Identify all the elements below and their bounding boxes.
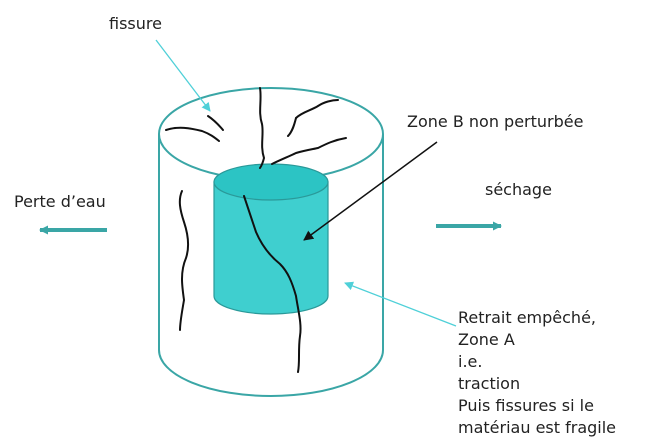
fissure-pointer-arrow	[156, 40, 210, 111]
crack	[208, 116, 223, 130]
retrait-line: Zone A	[458, 329, 657, 351]
crack	[288, 118, 296, 136]
retrait-line: matériau est fragile	[458, 417, 657, 439]
zone-a-pointer-arrow	[345, 283, 456, 326]
inner-core-top	[214, 164, 328, 200]
crack	[272, 138, 346, 164]
retrait-empeche-text: Retrait empêché, Zone A i.e. traction Pu…	[458, 307, 657, 439]
fissure-label: fissure	[109, 14, 162, 34]
sechage-label: séchage	[485, 180, 552, 200]
inner-core-body	[214, 182, 328, 314]
inner-core-zone-b	[214, 164, 328, 314]
retrait-line: i.e.	[458, 351, 657, 373]
perte-eau-label: Perte d’eau	[14, 192, 106, 212]
crack	[296, 100, 338, 118]
crack	[180, 191, 188, 330]
crack	[166, 128, 219, 141]
retrait-line: Retrait empêché,	[458, 307, 657, 329]
crack	[260, 88, 264, 168]
retrait-line: Puis fissures si le	[458, 395, 657, 417]
zone-b-label: Zone B non perturbée	[407, 112, 583, 132]
retrait-line: traction	[458, 373, 657, 395]
outer-cylinder-bottom	[159, 350, 383, 396]
